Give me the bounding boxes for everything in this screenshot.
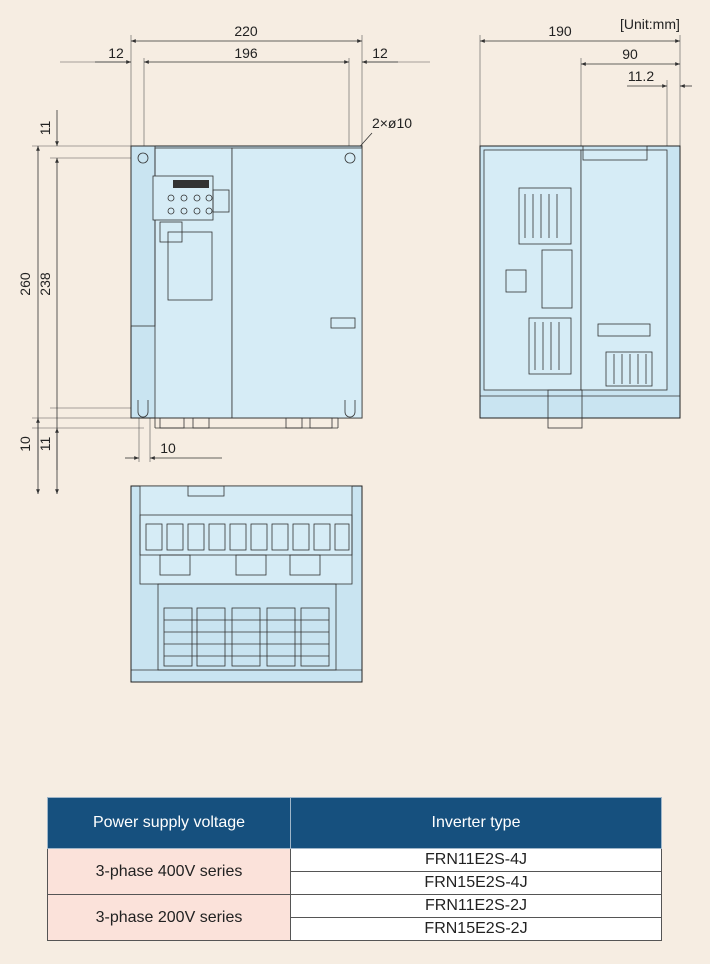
table-row: 3-phase 200V series FRN11E2S-2J <box>47 894 662 941</box>
table-row: 3-phase 400V series FRN11E2S-4J <box>47 848 662 895</box>
voltage-cell: 3-phase 200V series <box>47 894 291 941</box>
dim-260-label: 260 <box>17 272 33 296</box>
mount-hole-tl <box>137 152 149 164</box>
dimension-drawing: 220 196 12 12 2×ø10 260 238 <box>17 23 692 683</box>
dim-slot-label: 10 <box>160 440 176 456</box>
type-cell: FRN15E2S-4J <box>290 871 662 895</box>
dim-11-bottom-label: 11 <box>37 437 53 452</box>
voltage-cell: 3-phase 400V series <box>47 848 291 895</box>
inverter-spec-table: Power supply voltage Inverter type 3-pha… <box>47 797 662 941</box>
dim-220-label: 220 <box>234 23 258 39</box>
side-view: 190 90 11.2 <box>479 23 692 429</box>
dim-90-label: 90 <box>622 46 638 62</box>
header-inverter-type: Inverter type <box>290 797 662 849</box>
dim-238-label: 238 <box>37 272 53 296</box>
dim-12-left-label: 12 <box>108 45 124 61</box>
dim-11-2-label: 11.2 <box>628 68 654 84</box>
type-cell: FRN11E2S-2J <box>290 894 662 918</box>
unit-label: [Unit:mm] <box>620 16 680 32</box>
type-cell: FRN11E2S-4J <box>290 848 662 872</box>
type-cell: FRN15E2S-2J <box>290 917 662 941</box>
dim-196-label: 196 <box>234 45 258 61</box>
table-row: FRN15E2S-2J <box>48 917 662 941</box>
dim-hole-label: 2×ø10 <box>372 115 412 131</box>
led-display <box>173 180 209 188</box>
dim-10-bottom-label: 10 <box>17 436 33 452</box>
mount-hole-tr <box>344 152 356 164</box>
dim-11-top-label: 11 <box>37 121 53 136</box>
dim-12-right-label: 12 <box>372 45 388 61</box>
dim-190-label: 190 <box>548 23 572 39</box>
header-power-supply: Power supply voltage <box>47 797 291 849</box>
bottom-view <box>130 485 363 683</box>
front-view: 220 196 12 12 2×ø10 260 238 <box>17 23 430 494</box>
mount-slot-bl <box>137 400 149 418</box>
mount-slot-br <box>344 400 356 418</box>
